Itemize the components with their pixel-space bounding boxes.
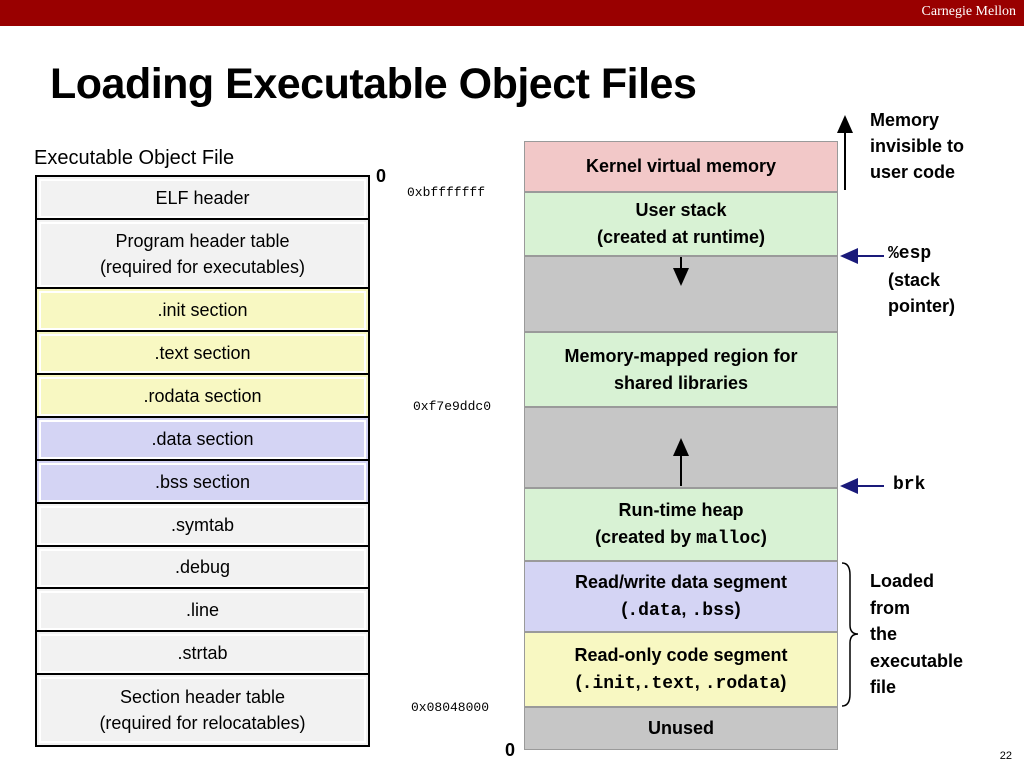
elf-row: .debug: [37, 547, 368, 589]
elf-row: Program header table(required for execut…: [37, 220, 368, 289]
elf-zero-label: 0: [376, 166, 387, 186]
header-bar: Carnegie Mellon: [0, 0, 1024, 26]
slide-title: Loading Executable Object Files: [50, 60, 697, 108]
elf-row: .init section: [37, 289, 368, 332]
segment-mmap: Memory-mapped region for shared librarie…: [524, 332, 838, 407]
elf-row: Section header table(required for reloca…: [37, 675, 368, 745]
brand-logo-text: Carnegie Mellon: [921, 4, 1016, 19]
segment-kernel: Kernel virtual memory: [524, 141, 838, 192]
segment-heap: Run-time heap (created by malloc): [524, 488, 838, 561]
loaded-note: Loaded from the executable file: [870, 571, 964, 697]
brk-label: brk: [893, 475, 926, 495]
kernel-invisible-note: Memory invisible to user code: [870, 110, 965, 182]
segment-unused: Unused: [524, 707, 838, 750]
page-number: 22: [999, 750, 1012, 762]
elf-row: .line: [37, 589, 368, 632]
address-kernel-base: 0xbfffffff: [407, 185, 486, 200]
segment-ro-code: Read-only code segment (.init,.text, .ro…: [524, 632, 838, 707]
elf-row: .symtab: [37, 504, 368, 547]
segment-user-stack: User stack (created at runtime): [524, 192, 838, 256]
elf-row: .rodata section: [37, 375, 368, 418]
memory-zero-label: 0: [505, 740, 516, 760]
elf-row: .data section: [37, 418, 368, 461]
address-code-start: 0x08048000: [411, 700, 490, 715]
elf-row: .strtab: [37, 632, 368, 675]
elf-row: .text section: [37, 332, 368, 375]
elf-caption: Executable Object File: [34, 147, 235, 169]
loaded-brace: [841, 562, 859, 707]
elf-row: ELF header: [37, 177, 368, 220]
esp-register-label: %esp: [888, 244, 932, 264]
segment-rw-data: Read/write data segment (.data, .bss): [524, 561, 838, 632]
esp-note: %esp (stack pointer): [888, 241, 955, 319]
elf-row: .bss section: [37, 461, 368, 504]
address-shared-lib: 0xf7e9ddc0: [413, 399, 492, 414]
